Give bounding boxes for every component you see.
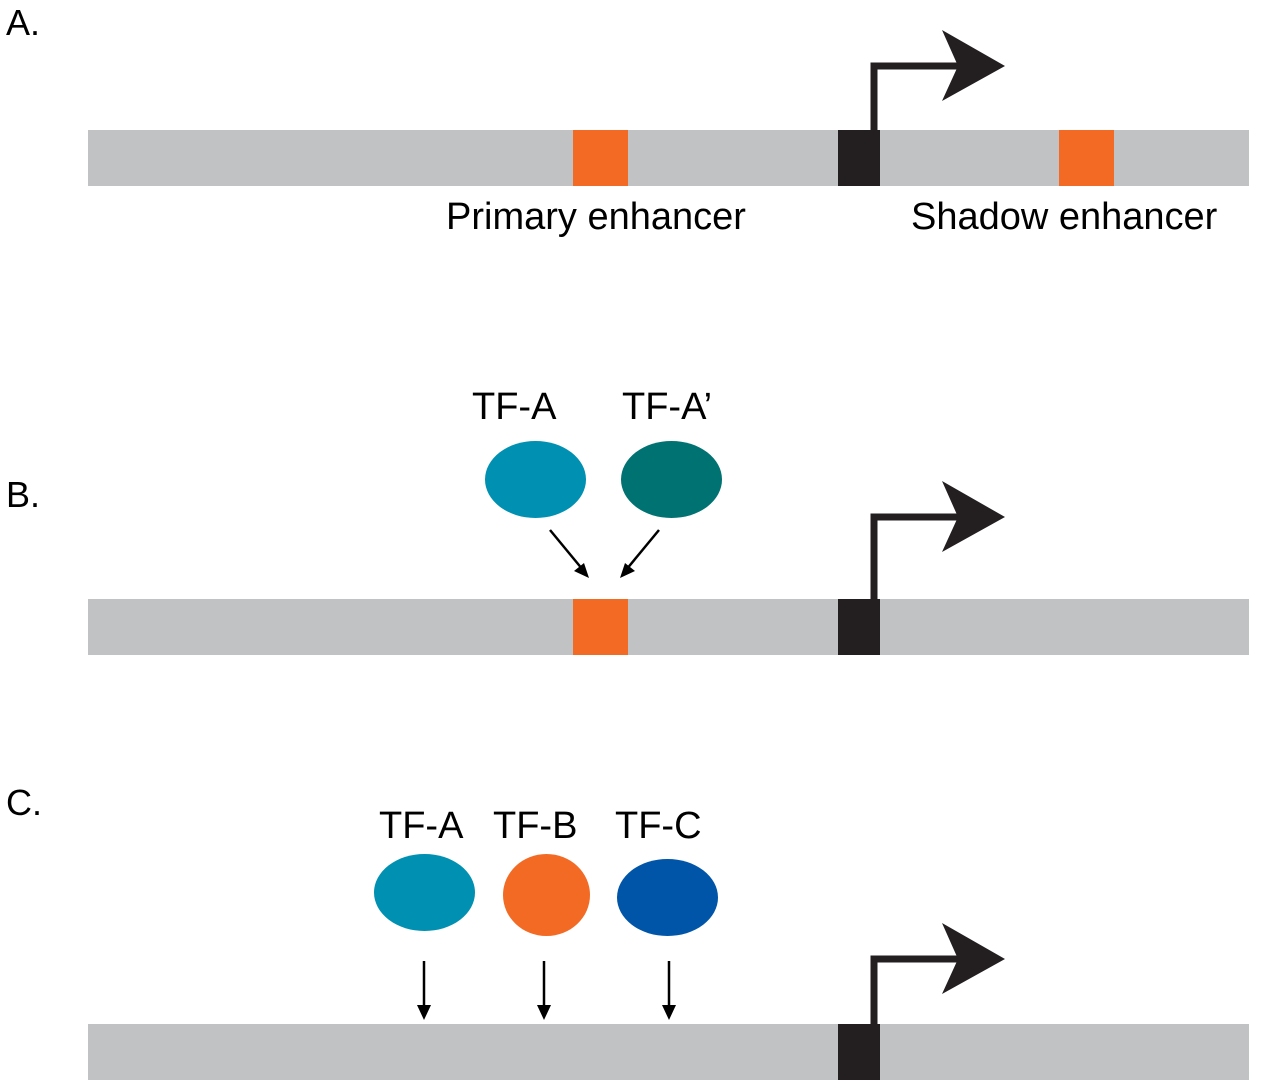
binding-arrow-icon-tf-a (549, 529, 589, 578)
shadow-enhancer-block (1059, 130, 1114, 186)
enhancer-block-b (573, 599, 628, 655)
dna-strand-a (88, 130, 1249, 186)
tf-c-label: TF-C (615, 805, 702, 847)
promoter-block-c (838, 1024, 880, 1080)
tf-a-label-c: TF-A (379, 805, 464, 847)
binding-arrow-icon-tf-a-prime (620, 529, 660, 578)
tf-b-oval (503, 854, 590, 936)
primary-enhancer-label: Primary enhancer (446, 196, 746, 238)
tf-a-prime-oval (621, 441, 722, 518)
panel-b-label: B. (6, 474, 41, 515)
dna-strand-c (88, 1024, 1249, 1080)
tf-b-label: TF-B (493, 805, 578, 847)
tf-a-oval-c (374, 854, 475, 931)
transcription-arrow-icon-a (870, 30, 1005, 131)
transcription-arrow-icon-c (870, 923, 1005, 1025)
tf-a-prime-label: TF-A’ (622, 386, 713, 428)
panel-c-label: C. (6, 782, 42, 823)
binding-arrow-icon-tf-b (537, 961, 551, 1020)
binding-arrow-icon-tf-c (662, 961, 676, 1020)
transcription-arrow-icon-b (870, 481, 1005, 600)
primary-enhancer-block (573, 130, 628, 186)
shadow-enhancer-label: Shadow enhancer (911, 196, 1218, 238)
tf-a-label-b: TF-A (472, 386, 557, 428)
dna-strand-b (88, 599, 1249, 655)
tf-c-oval (617, 859, 718, 936)
binding-arrow-icon-tf-a-c (417, 961, 431, 1020)
tf-a-oval-b (485, 441, 586, 518)
panel-a-label: A. (6, 2, 41, 43)
promoter-block-a (838, 130, 880, 186)
promoter-block-b (838, 599, 880, 655)
